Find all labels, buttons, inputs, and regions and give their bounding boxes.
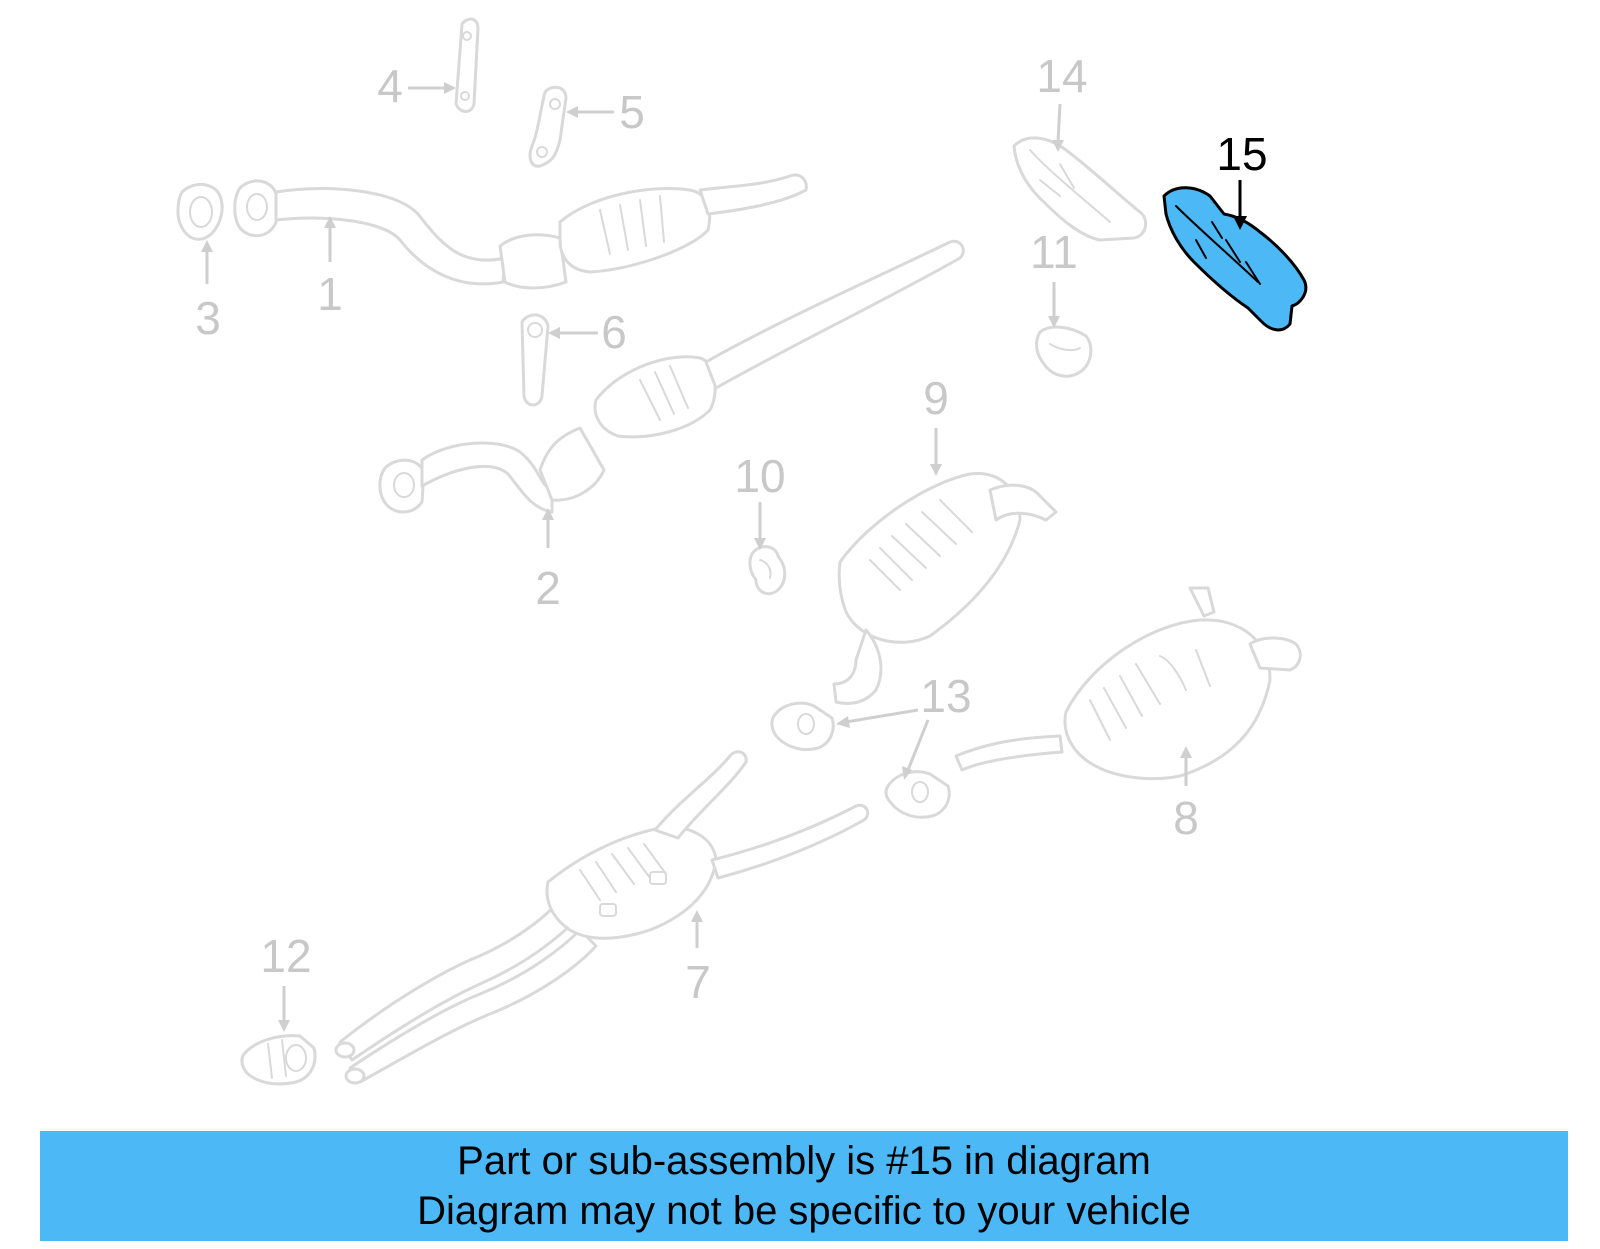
part-6-hanger[interactable] (520, 313, 550, 407)
part-14-heat-shield[interactable] (1012, 136, 1148, 242)
callout-14: 14 (1036, 50, 1087, 102)
callout-13: 13 (920, 670, 971, 722)
arrow-13b (906, 719, 930, 771)
callout-9: 9 (923, 372, 949, 424)
part-9-muffler[interactable] (832, 472, 1058, 705)
part-15-heat-shield[interactable] (1162, 186, 1308, 332)
part-13-clamp-b[interactable] (884, 770, 951, 819)
arrow-15-head (1233, 216, 1247, 230)
arrow-13a (845, 708, 919, 724)
callout-8: 8 (1173, 792, 1199, 844)
part-11-mount[interactable] (1035, 325, 1093, 378)
part-13-clamp-a[interactable] (770, 701, 835, 752)
part-10-clamp[interactable] (748, 545, 787, 596)
callout-7: 7 (685, 956, 711, 1008)
callout-11: 11 (1030, 226, 1078, 278)
part-8-muffler[interactable] (954, 586, 1302, 781)
banner-line-2: Diagram may not be specific to your vehi… (417, 1189, 1191, 1233)
part-5-bracket[interactable] (528, 85, 568, 168)
arrow-14 (1056, 103, 1062, 143)
part-3-gasket[interactable] (176, 183, 224, 241)
part-7-center-section[interactable] (334, 750, 870, 1085)
callout-1: 1 (317, 268, 343, 320)
callout-arrows (201, 82, 1247, 1032)
callout-3: 3 (195, 292, 221, 344)
callout-2: 2 (535, 562, 561, 614)
part-2-front-pipe[interactable] (378, 239, 965, 514)
callout-12: 12 (260, 930, 311, 982)
callout-6: 6 (601, 306, 627, 358)
banner-line-1: Part or sub-assembly is #15 in diagram (457, 1139, 1151, 1183)
callout-10: 10 (734, 450, 785, 502)
part-4-bracket[interactable] (454, 17, 480, 113)
callout-15: 15 (1216, 128, 1267, 180)
callout-4: 4 (377, 60, 403, 112)
part-1-front-pipe[interactable] (233, 173, 808, 290)
part-12-clamp[interactable] (240, 1034, 317, 1086)
info-banner: Part or sub-assembly is #15 in diagram D… (40, 1131, 1568, 1241)
callout-labels: 1 2 3 4 5 6 7 8 9 10 11 12 13 14 15 (195, 50, 1267, 1008)
callout-5: 5 (619, 86, 645, 138)
